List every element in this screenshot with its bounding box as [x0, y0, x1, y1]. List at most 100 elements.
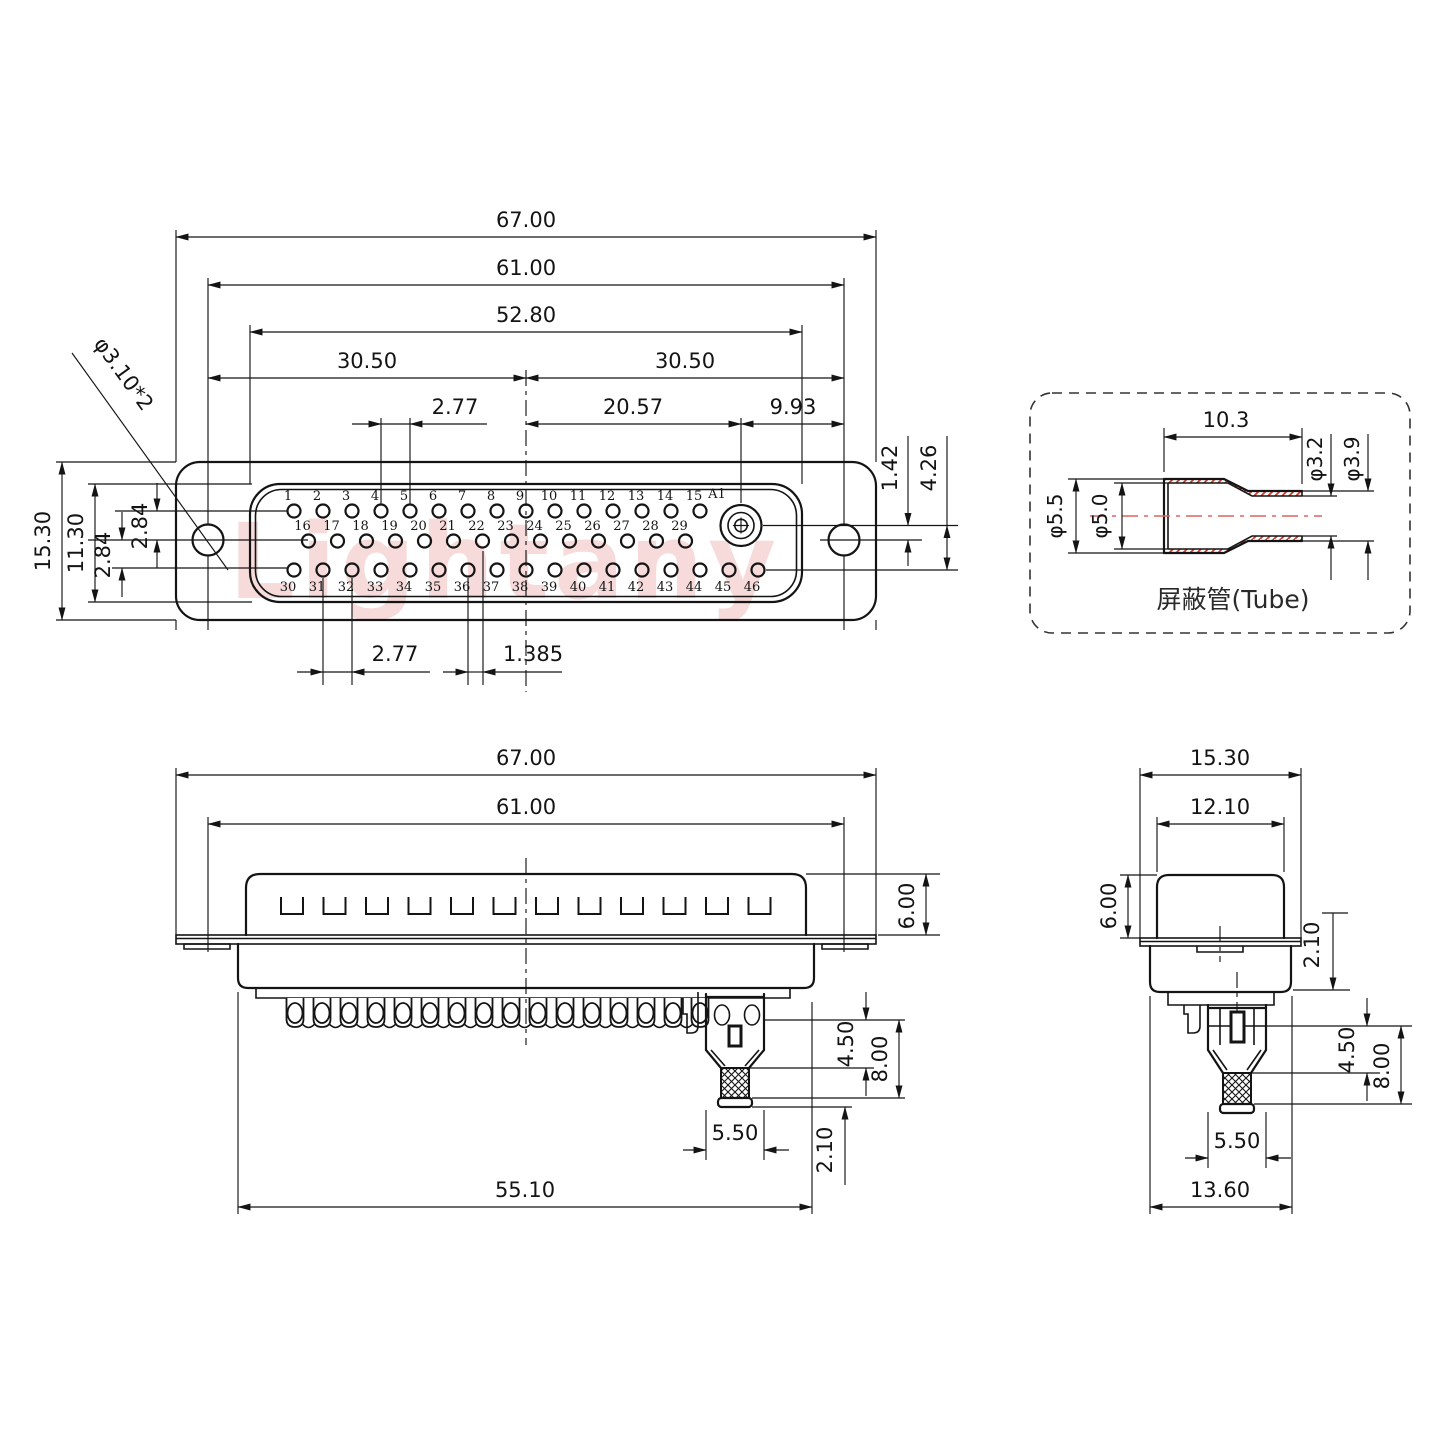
- pin-contact: [387, 533, 404, 549]
- pin-contact: [344, 562, 360, 578]
- pin-number: 38: [512, 580, 529, 595]
- shield-hook-end: [1183, 1005, 1201, 1034]
- crimp-barrel-end: [1222, 1072, 1252, 1105]
- dim-side-holespan: 61.00: [496, 795, 556, 819]
- pin-number: 25: [555, 519, 572, 534]
- pin-number: 6: [429, 489, 437, 504]
- pin-contact: [532, 533, 549, 549]
- solder-cup-opening: [556, 1002, 574, 1024]
- pin-contact: [750, 562, 766, 578]
- ext-pin-cols-top: [380, 418, 742, 504]
- pin-number: 12: [599, 489, 616, 504]
- solder-cup-opening: [529, 1002, 547, 1024]
- dim-side-body-w: 55.10: [495, 1178, 555, 1202]
- pin-number: 40: [570, 580, 587, 595]
- hole-callout-leader: [71, 352, 229, 571]
- pin-number: 13: [628, 489, 645, 504]
- pin-contact: [300, 533, 317, 549]
- pin-contact: [677, 533, 694, 549]
- dim-outer-small: φ3.9: [1340, 437, 1364, 482]
- pin-contact: [605, 503, 621, 519]
- dim-half-pitch: 1.385: [503, 642, 563, 666]
- dim-outer-big: φ5.5: [1043, 494, 1067, 539]
- pin-slot: [577, 897, 602, 915]
- dim-end-crimp-w: 5.50: [1214, 1129, 1261, 1153]
- dim-coax-offset: 1.42: [878, 445, 902, 492]
- pin-slot: [492, 897, 517, 915]
- solder-cup-opening: [340, 1002, 358, 1024]
- dim-right-half: 30.50: [655, 349, 715, 373]
- dim-end-210: 2.10: [1300, 922, 1324, 969]
- pin-contact: [576, 562, 592, 578]
- tube-dims: 10.3 φ3.2 φ3.9 φ5.5 φ5.0: [1043, 408, 1374, 580]
- pin-number: 4: [371, 489, 379, 504]
- pin-contact: [358, 533, 375, 549]
- pin-contact: [329, 533, 346, 549]
- pin-contact: [547, 562, 563, 578]
- pin-contact: [692, 562, 708, 578]
- pin-number: 44: [686, 580, 703, 595]
- dim-end-flange-w: 15.30: [1190, 746, 1250, 770]
- pin-slot: [620, 897, 644, 915]
- solder-cup-opening: [691, 1002, 709, 1024]
- pin-slot: [535, 897, 559, 915]
- pin-slot: [747, 897, 772, 915]
- pin-number: 5: [400, 489, 408, 504]
- pin-number: 26: [584, 519, 601, 534]
- pin-number: 2: [313, 489, 321, 504]
- ext-61: [207, 278, 845, 630]
- dim-side-shell-h: 6.00: [895, 883, 919, 930]
- pin-contact: [373, 503, 389, 519]
- coax-label: A1: [707, 487, 726, 502]
- tube-caption: 屏蔽管(Tube): [1156, 585, 1309, 614]
- pin-number: 30: [280, 580, 297, 595]
- solder-cup-opening: [637, 1002, 655, 1024]
- dim-side-450: 4.50: [834, 1021, 858, 1068]
- dim-row-gap-lower: 2.84: [91, 532, 115, 579]
- pin-number: 29: [671, 519, 688, 534]
- tube-wall-top-hatch: [1164, 479, 1302, 496]
- pin-number: 34: [396, 580, 413, 595]
- end-left-dims: 6.00: [1097, 874, 1157, 939]
- tube-wall-bottom-hatch: [1164, 536, 1302, 553]
- pin-contact: [634, 562, 650, 578]
- crimp-window-end: [1229, 1010, 1246, 1044]
- dim-bottom-pitch: 2.77: [372, 642, 419, 666]
- side-crimp-terminal: [682, 992, 766, 1109]
- end-right-dims: 2.10 4.50 8.00: [1252, 912, 1412, 1105]
- side-view: 67.00 61.00: [175, 746, 940, 1214]
- pin-slot: [322, 897, 347, 915]
- pin-number: 45: [715, 580, 732, 595]
- solder-cup-opening: [502, 1002, 520, 1024]
- pin-contact: [373, 562, 389, 578]
- pin-number: 42: [628, 580, 645, 595]
- crimp-barrel: [720, 1067, 750, 1099]
- pin-number: 22: [468, 519, 485, 534]
- end-crimp-terminal: [1183, 1003, 1268, 1115]
- front-bottom-dims: 2.77 1.385: [297, 551, 563, 685]
- dim-end-450: 4.50: [1335, 1027, 1359, 1074]
- pin-number: 37: [483, 580, 500, 595]
- pin-number: 3: [342, 489, 350, 504]
- pin-number: 41: [599, 580, 616, 595]
- pin-number: 33: [367, 580, 384, 595]
- pin-contact: [692, 503, 708, 519]
- crimp-foot-end: [1218, 1102, 1256, 1115]
- solder-cup-opening: [610, 1002, 628, 1024]
- pin-number: 35: [425, 580, 442, 595]
- solder-cup-opening: [448, 1002, 466, 1024]
- solder-cup-opening: [583, 1002, 601, 1024]
- pin-contact: [416, 533, 433, 549]
- dim-row-gap-upper: 2.84: [128, 503, 152, 550]
- pin-slot: [662, 897, 687, 915]
- pin-contact: [561, 533, 578, 549]
- pin-number: 10: [541, 489, 558, 504]
- pin-number: 11: [570, 489, 587, 504]
- side-flange: [175, 934, 877, 945]
- side-body: [175, 858, 877, 1045]
- pin-contact: [663, 562, 679, 578]
- pin-number: 7: [458, 489, 466, 504]
